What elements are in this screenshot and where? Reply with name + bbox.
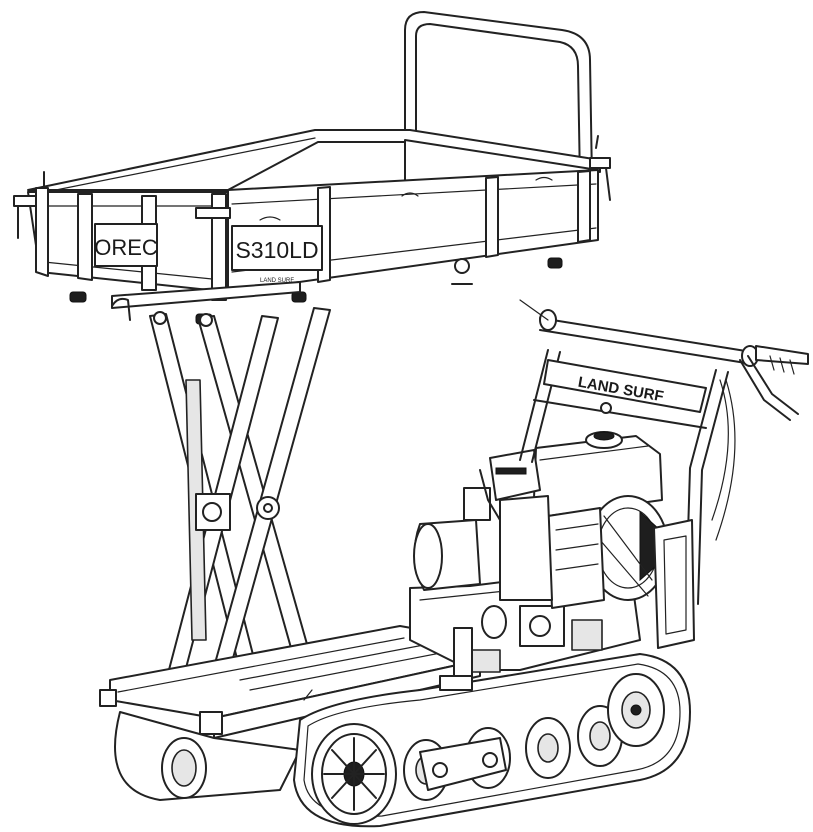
bed-grab-rail — [404, 11, 593, 183]
bed-label-model: S310LD — [235, 237, 318, 263]
bed-label-plates: OREC S310LD LAND SURF — [94, 223, 323, 284]
main-track — [293, 653, 691, 828]
bed-latches — [13, 135, 611, 239]
bed-label-small: LAND SURF — [260, 278, 294, 284]
cargo-bed: OREC S310LD LAND SURF — [13, 129, 611, 325]
scissor-lift — [111, 297, 331, 713]
handle-badge-plate — [543, 359, 707, 413]
bed-label-left: OREC — [94, 235, 158, 260]
engine — [413, 431, 669, 609]
rear-track — [114, 711, 301, 801]
front-brackets — [303, 627, 473, 701]
